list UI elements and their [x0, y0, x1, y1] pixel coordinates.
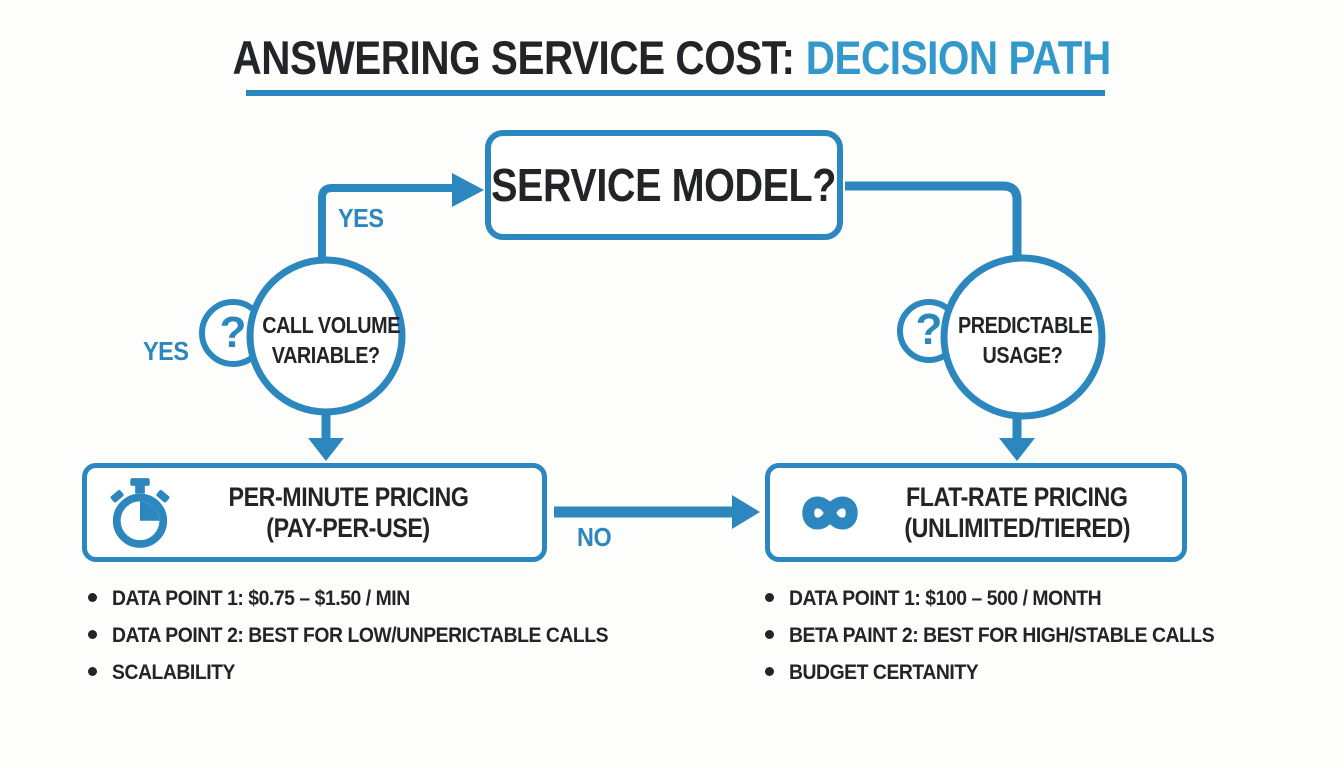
- edge-label-yes-left: YES: [143, 336, 189, 366]
- list-item: DATA POINT 2: BEST FOR LOW/UNPERICTABLE …: [88, 623, 663, 660]
- list-item: BUDGET CERTANITY: [765, 660, 1262, 697]
- arrowhead-right-icon: [452, 173, 484, 207]
- connector-yes-to-service-model: [318, 173, 484, 262]
- arrowhead-down-icon: [999, 438, 1035, 461]
- list-item: SCALABILITY: [88, 660, 663, 697]
- node-service-model: SERVICE MODEL?: [485, 130, 843, 240]
- list-item: BETA PAINT 2: BEST FOR HIGH/STABLE CALLS: [765, 623, 1262, 660]
- per-minute-points-list: DATA POINT 1: $0.75 – $1.50 / MIN DATA P…: [88, 586, 663, 697]
- question-mark-icon: ?: [219, 308, 247, 357]
- list-item: DATA POINT 1: $0.75 – $1.50 / MIN: [88, 586, 663, 623]
- right-decision-line1: PREDICTABLE: [957, 312, 1093, 338]
- elbow-line: [845, 181, 1022, 256]
- per-minute-title: PER-MINUTE PRICING: [228, 481, 469, 512]
- flat-rate-title: FLAT-RATE PRICING: [906, 481, 1128, 512]
- bullet-dot-icon: [765, 667, 774, 676]
- stopwatch-icon: [110, 477, 170, 548]
- node-flat-rate-pricing: FLAT-RATE PRICING (UNLIMITED/TIERED): [765, 463, 1187, 562]
- arrowhead-right-icon: [732, 495, 760, 529]
- left-decision-label: CALL VOLUME VARIABLE?: [251, 310, 401, 370]
- left-decision-line2: VARIABLE?: [272, 342, 380, 368]
- title-main-text: ANSWERING SERVICE COST:: [232, 31, 795, 84]
- edge-label-no: NO: [577, 522, 612, 552]
- left-decision-line1: CALL VOLUME: [262, 312, 400, 338]
- per-minute-pricing-label: PER-MINUTE PRICING (PAY-PER-USE): [171, 482, 526, 544]
- decision-circle: [940, 254, 1106, 420]
- bullet-dot-icon: [765, 593, 774, 602]
- arrowhead-down-icon: [308, 438, 344, 461]
- right-decision-line2: USAGE?: [982, 342, 1062, 368]
- bullet-dot-icon: [88, 593, 97, 602]
- point-text: SCALABILITY: [112, 660, 235, 684]
- point-text: BUDGET CERTANITY: [789, 660, 979, 684]
- flat-rate-points-list: DATA POINT 1: $100 – 500 / MONTH BETA PA…: [765, 586, 1262, 697]
- arrow-left-decision-to-per-minute: [308, 412, 344, 461]
- elbow-line: [318, 184, 452, 262]
- flat-rate-subtitle: (UNLIMITED/TIERED): [904, 512, 1130, 543]
- point-text: DATA POINT 1: $100 – 500 / MONTH: [789, 586, 1102, 610]
- connector-service-model-to-right-decision: [845, 181, 1022, 256]
- service-model-label: SERVICE MODEL?: [491, 159, 837, 211]
- decision-circle-right: [897, 254, 1106, 420]
- list-item: DATA POINT 1: $100 – 500 / MONTH: [765, 586, 1262, 623]
- bullet-dot-icon: [88, 667, 97, 676]
- title-accent-text: DECISION PATH: [806, 31, 1112, 84]
- per-minute-subtitle: (PAY-PER-USE): [266, 512, 431, 543]
- flat-rate-pricing-label: FLAT-RATE PRICING (UNLIMITED/TIERED): [868, 482, 1166, 544]
- point-text: DATA POINT 2: BEST FOR LOW/UNPERICTABLE …: [112, 623, 609, 647]
- bullet-dot-icon: [88, 630, 97, 639]
- node-per-minute-pricing: PER-MINUTE PRICING (PAY-PER-USE): [82, 463, 547, 562]
- arrow-no-per-minute-to-flat-rate: [554, 495, 760, 529]
- point-text: BETA PAINT 2: BEST FOR HIGH/STABLE CALLS: [789, 623, 1215, 647]
- title-underline: [246, 90, 1105, 96]
- question-mark-icon: ?: [915, 305, 943, 354]
- point-text: DATA POINT 1: $0.75 – $1.50 / MIN: [112, 586, 410, 610]
- infinity-icon: [802, 496, 858, 529]
- arrow-right-decision-to-flat-rate: [999, 416, 1035, 461]
- bullet-dot-icon: [765, 630, 774, 639]
- edge-label-yes-top: YES: [338, 203, 384, 233]
- decision-circle-left: [199, 256, 406, 416]
- right-decision-label: PREDICTABLE USAGE?: [947, 310, 1097, 370]
- page-title: ANSWERING SERVICE COST:DECISION PATH: [0, 30, 1344, 86]
